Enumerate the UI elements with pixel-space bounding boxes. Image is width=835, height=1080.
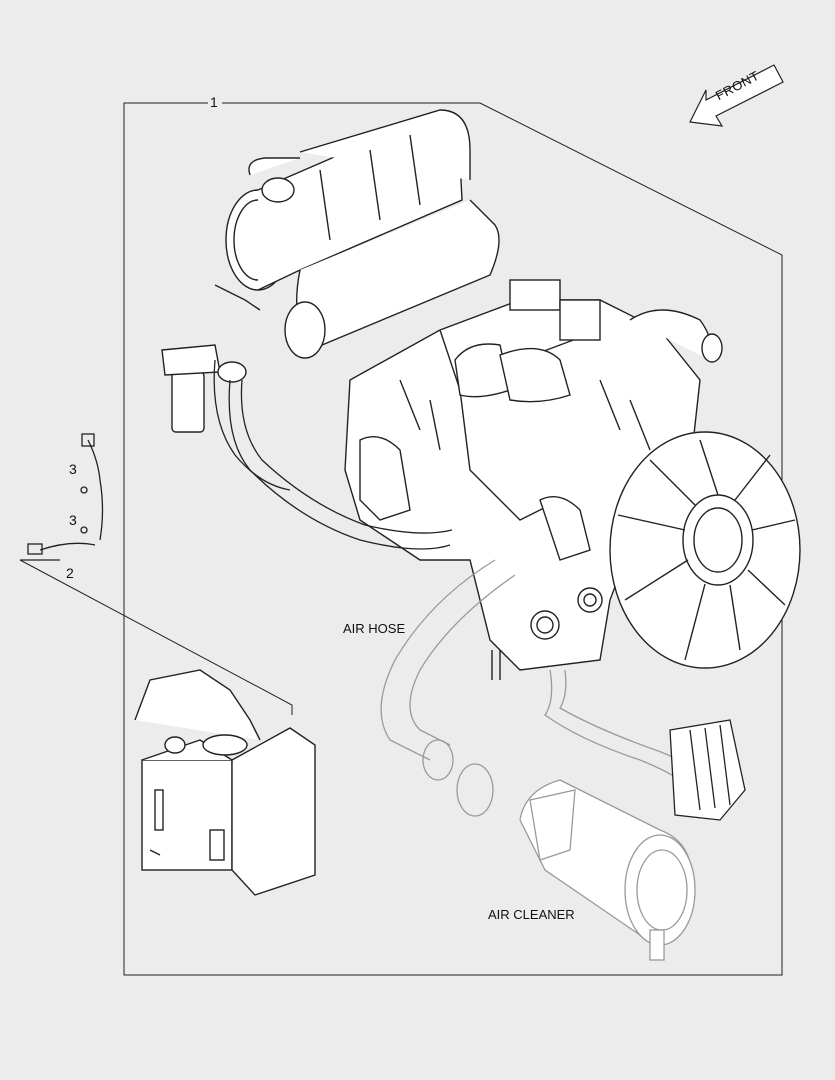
fuel-hoses	[213, 359, 453, 550]
air-cleaner	[519, 779, 696, 961]
def-leader	[19, 559, 293, 715]
air-hose-label: AIR HOSE	[343, 621, 406, 636]
engine-block	[344, 279, 723, 680]
engine-control-unit	[669, 719, 746, 821]
fuel-filter	[161, 344, 247, 433]
callout-3-upper: 3	[69, 461, 77, 477]
cooling-fan	[609, 431, 801, 669]
callout-3-lower: 3	[69, 512, 77, 528]
aftertreatment-unit	[214, 109, 500, 359]
front-arrow-icon	[689, 64, 784, 127]
def-tank	[134, 669, 316, 896]
assembly-frame	[123, 102, 783, 976]
air-cleaner-label: AIR CLEANER	[488, 907, 575, 922]
wire-harness	[20, 433, 104, 561]
callout-2: 2	[66, 565, 74, 581]
callout-1: 1	[210, 94, 218, 110]
